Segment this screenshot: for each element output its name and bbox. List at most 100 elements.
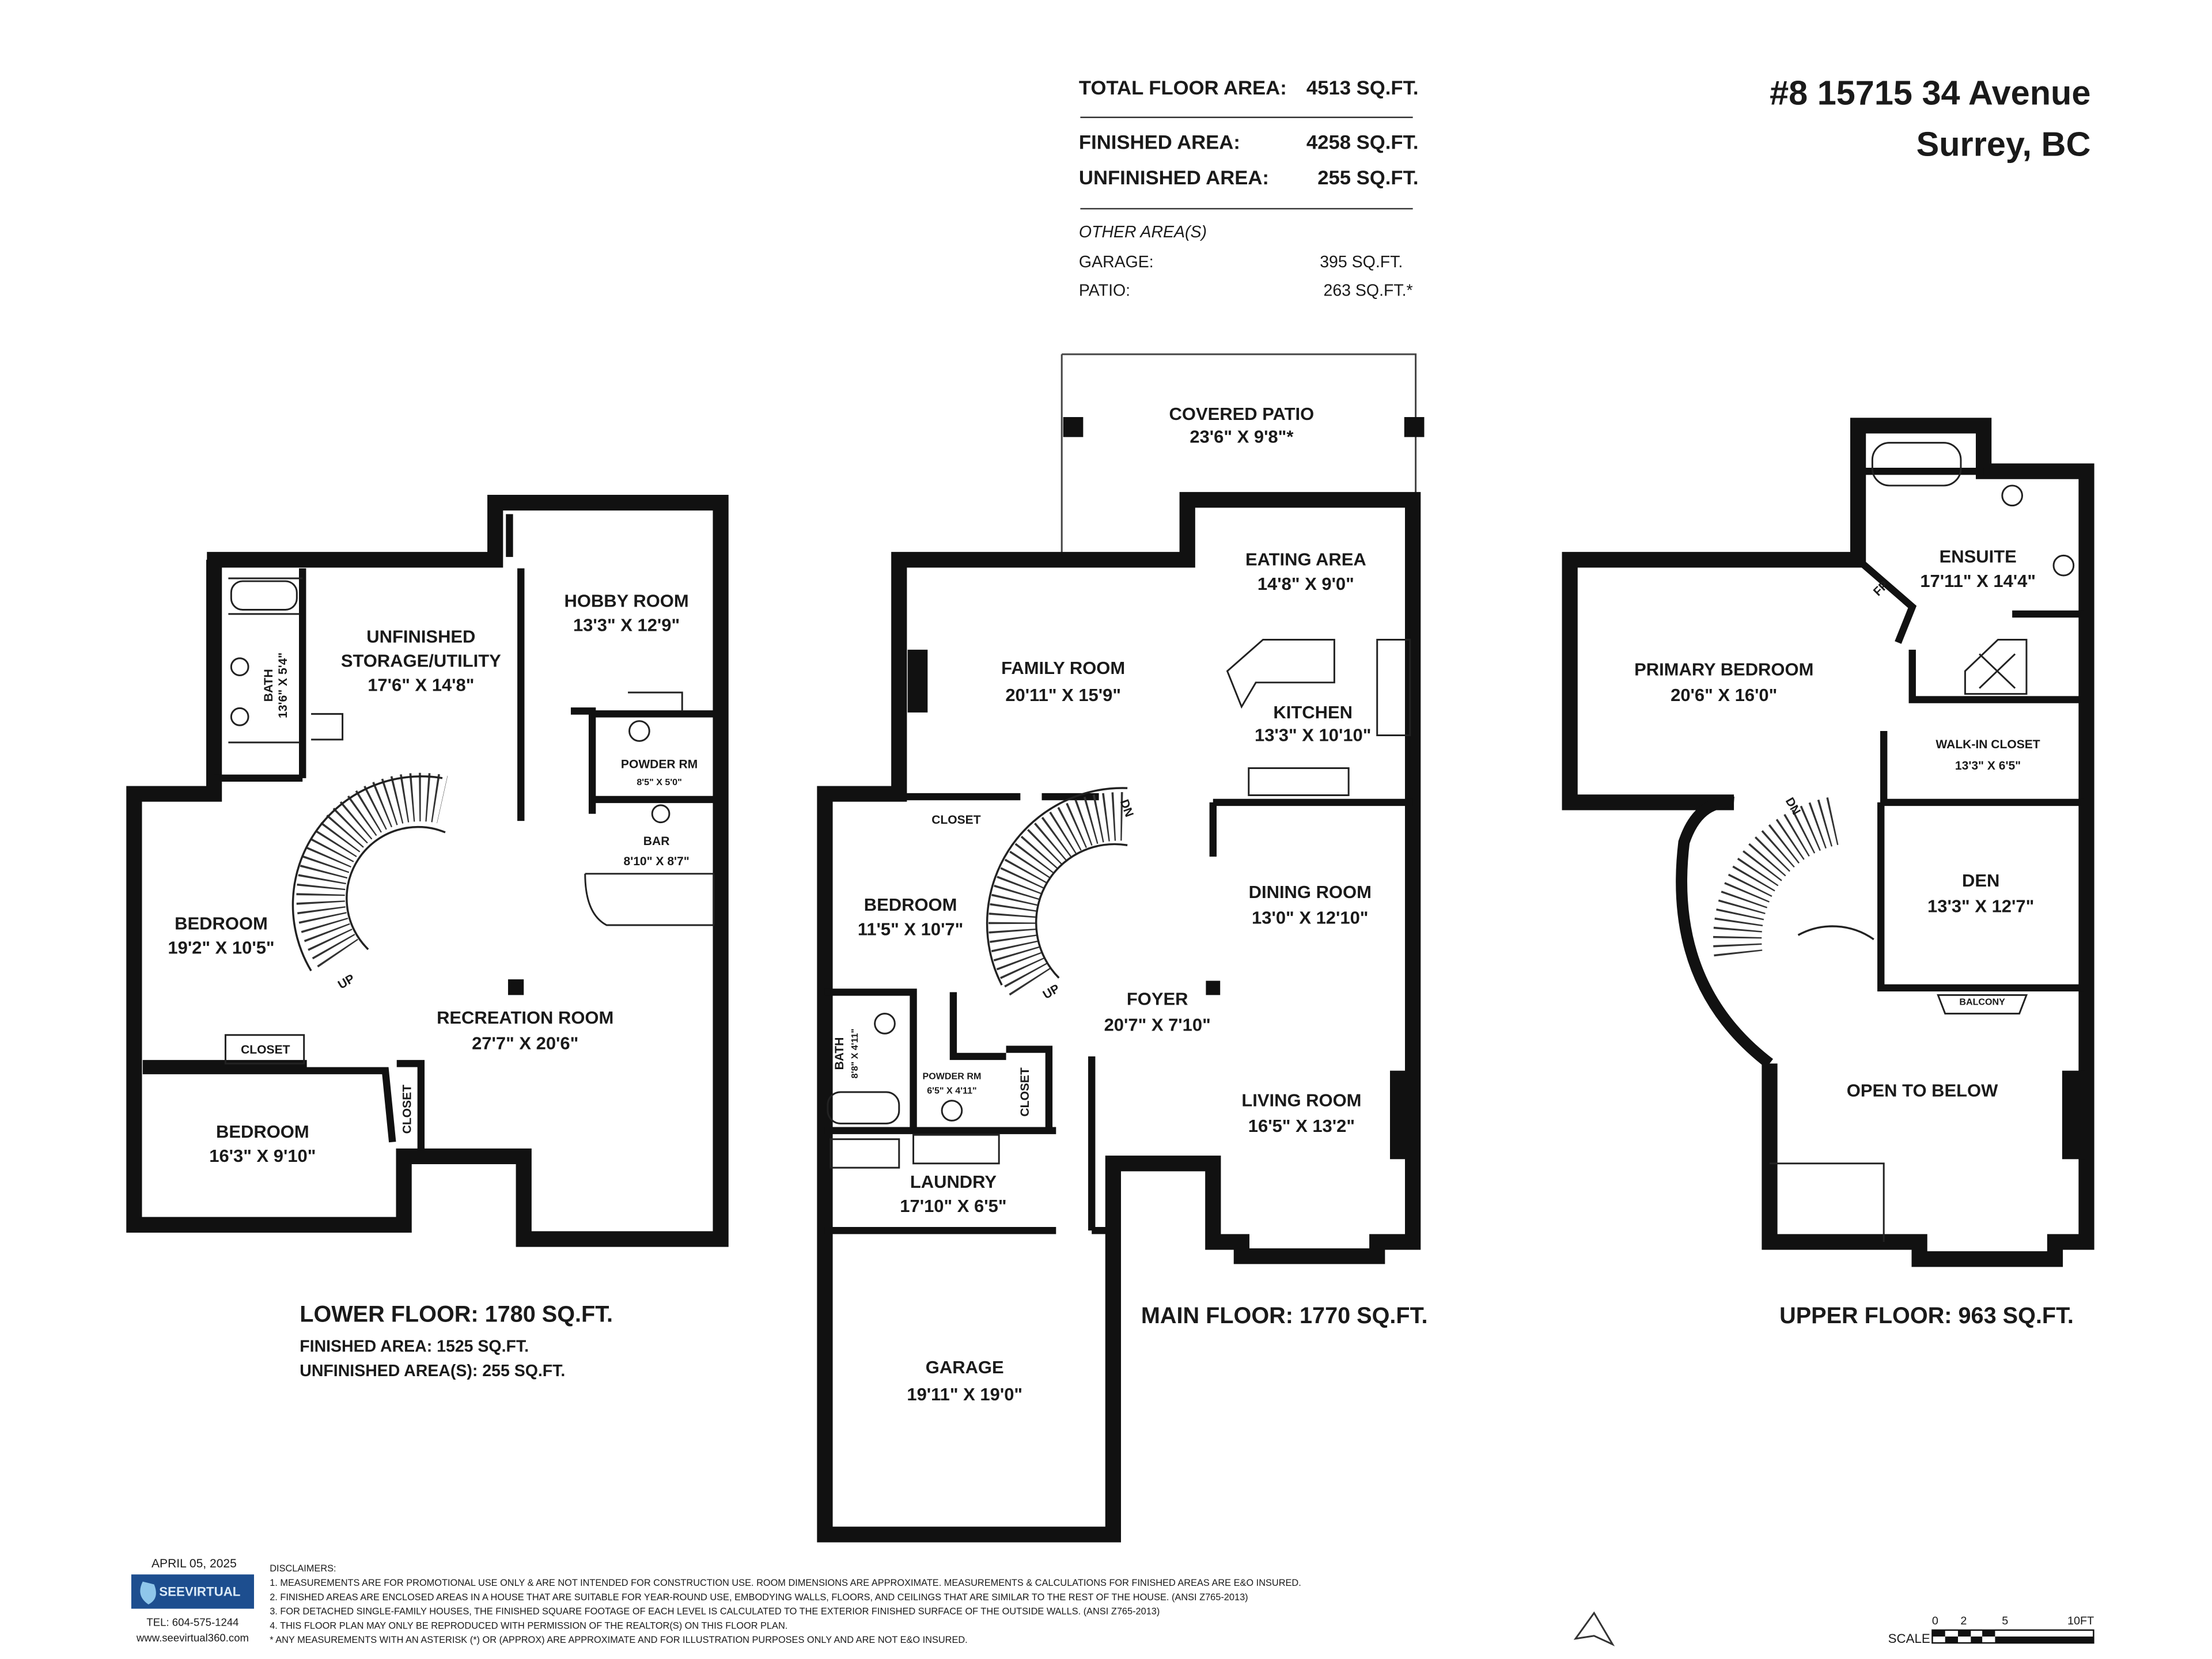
room-dim-hobby-room: 13'3" X 12'9" [573,615,680,635]
main-interior-walls [824,793,1413,1234]
bathtub-icon [827,1091,900,1124]
plan-date: APRIL 05, 2025 [151,1557,237,1570]
room-name-covered-patio: COVERED PATIO [1169,404,1315,424]
scale-label: SCALE [1888,1631,1930,1646]
room-name-eating-area: EATING AREA [1245,550,1366,570]
room-dim-main-bath: 8'8" X 4'11" [850,1029,860,1078]
room-name-living-room: LIVING ROOM [1241,1090,1361,1111]
garage-area-value: 395 SQ.FT. [1320,253,1403,271]
address-line-2: Surrey, BC [1916,125,2091,164]
room-name-storage-utility: STORAGE/UTILITY [341,651,501,671]
upper-floor-title: UPPER FLOOR: 963 SQ.FT. [1779,1303,2074,1328]
room-dim-laundry: 17'10" X 6'5" [900,1196,1006,1216]
other-areas-heading: OTHER AREA(S) [1079,223,1207,241]
finished-area-label: FINISHED AREA: [1079,131,1240,153]
bathtub-icon [1871,442,1962,487]
sink-icon [2001,484,2023,507]
room-dim-lower-bedroom-2: 16'3" X 9'10" [209,1146,316,1166]
disclaimer-5: * ANY MEASUREMENTS WITH AN ASTERISK (*) … [270,1635,968,1645]
room-dim-lower-bath: 13'6" X 5'4" [276,653,290,718]
sink-icon [230,707,249,726]
room-dim-main-bedroom: 11'5" X 10'7" [858,919,964,939]
room-name-foyer: FOYER [1127,989,1188,1009]
room-dim-living-room: 16'5" X 13'2" [1248,1116,1355,1136]
scale-bar: 0 2 5 10FT SCALE [1888,1615,2094,1646]
room-dim-recreation-room: 27'7" X 20'6" [472,1033,578,1054]
room-dim-storage-utility: 17'6" X 14'8" [368,675,474,695]
sink-icon [874,1013,896,1035]
room-dim-family-room: 20'11" X 15'9" [1005,685,1121,705]
patio-post [1404,417,1425,437]
room-name-family-room: FAMILY ROOM [1001,658,1125,678]
room-name-balcony: BALCONY [1959,997,2005,1007]
room-name-open-to-below: OPEN TO BELOW [1847,1080,1998,1100]
room-name-main-powder-rm: POWDER RM [922,1071,981,1082]
garage-area-label: GARAGE: [1079,253,1154,271]
column [1206,980,1221,995]
room-dim-main-powder-rm: 6'5" X 4'11" [927,1085,976,1096]
address-line-1: #8 15715 34 Avenue [1770,73,2090,112]
disclaimer-4: 4. THIS FLOOR PLAN MAY ONLY BE REPRODUCE… [270,1620,787,1631]
logo-text: SEEVIRTUAL [159,1584,240,1599]
main-exterior-walls [817,492,1421,1543]
area-summary: TOTAL FLOOR AREA: 4513 SQ.FT. FINISHED A… [1079,77,1419,300]
main-floor-title: MAIN FLOOR: 1770 SQ.FT. [1141,1303,1428,1328]
room-name-den: DEN [1962,870,1999,891]
total-area-value: 4513 SQ.FT. [1306,77,1419,99]
disclaimer-3: 3. FOR DETACHED SINGLE-FAMILY HOUSES, TH… [270,1607,1160,1617]
room-name-hobby-room: HOBBY ROOM [565,591,689,611]
open-below-ledge [1770,1162,1885,1242]
covered-patio-outline [1060,353,1417,560]
patio-area-label: PATIO: [1079,281,1130,300]
room-name-walk-in-closet: WALK-IN CLOSET [1936,738,2040,751]
logo-mark-icon [140,1581,156,1605]
room-dim-ensuite: 17'11" X 14'4" [1920,571,2036,591]
lower-floor-plan: UNFINISHED STORAGE/UTILITY 17'6" X 14'8"… [126,495,729,1380]
scale-tick-2: 2 [1960,1615,1967,1627]
room-dim-eating-area: 14'8" X 9'0" [1257,574,1354,594]
fireplace-icon [907,649,928,713]
room-name-bar: BAR [643,835,670,848]
room-dim-kitchen: 13'3" X 10'10" [1255,725,1371,745]
room-name-main-bedroom: BEDROOM [864,895,957,915]
stair-outline [291,775,446,972]
lower-floor-title: LOWER FLOOR: 1780 SQ.FT. [300,1302,613,1327]
bar-sink-icon [651,804,671,824]
room-name-lower-closet-1: CLOSET [241,1043,290,1056]
sink-icon [230,657,249,676]
contact-website[interactable]: www.seevirtual360.com [136,1632,249,1644]
fireplace-icon [1390,1070,1410,1160]
scale-tick-10: 10FT [2067,1615,2094,1627]
room-name-main-closet-2: CLOSET [1018,1067,1032,1117]
sink-icon [941,1100,963,1122]
room-dim-walk-in-closet: 13'3" X 6'5" [1955,759,2021,772]
room-dim-lower-powder-rm: 8'5" X 5'0" [637,777,681,787]
room-name-recreation-room: RECREATION ROOM [437,1007,613,1028]
room-dim-bar: 8'10" X 8'7" [623,855,689,868]
room-name-kitchen: KITCHEN [1273,702,1353,722]
disclaimers-heading: DISCLAIMERS: [270,1563,336,1574]
room-name-main-closet-1: CLOSET [931,813,981,827]
column [507,979,524,995]
patio-post [1063,417,1084,437]
room-dim-den: 13'3" X 12'7" [1927,896,2034,916]
sink-icon [628,720,650,742]
room-dim-primary-bedroom: 20'6" X 16'0" [1671,685,1777,705]
lower-exterior-walls [126,495,729,1247]
disclaimer-2: 2. FINISHED AREAS ARE ENCLOSED AREAS IN … [270,1592,1248,1603]
room-dim-dining-room: 13'0" X 12'10" [1252,908,1368,928]
room-name-lower-bath: BATH [262,669,275,702]
room-name-main-bath: BATH [833,1037,846,1070]
shower-icon [1964,639,2028,695]
room-name-lower-powder-rm: POWDER RM [621,757,698,771]
lower-finished-area: FINISHED AREA: 1525 SQ.FT. [300,1338,529,1356]
main-floor-plan: COVERED PATIO 23'6" X 9'8"* EATING AREA … [817,353,1428,1543]
stair-outline [986,787,1128,986]
sink-icon [2052,554,2075,577]
closet-box [224,1034,305,1065]
patio-area-value: 263 SQ.FT.* [1323,281,1412,300]
scale-tick-0: 0 [1932,1615,1938,1627]
total-area-label: TOTAL FLOOR AREA: [1079,77,1287,99]
room-name-primary-bedroom: PRIMARY BEDROOM [1634,659,1813,679]
